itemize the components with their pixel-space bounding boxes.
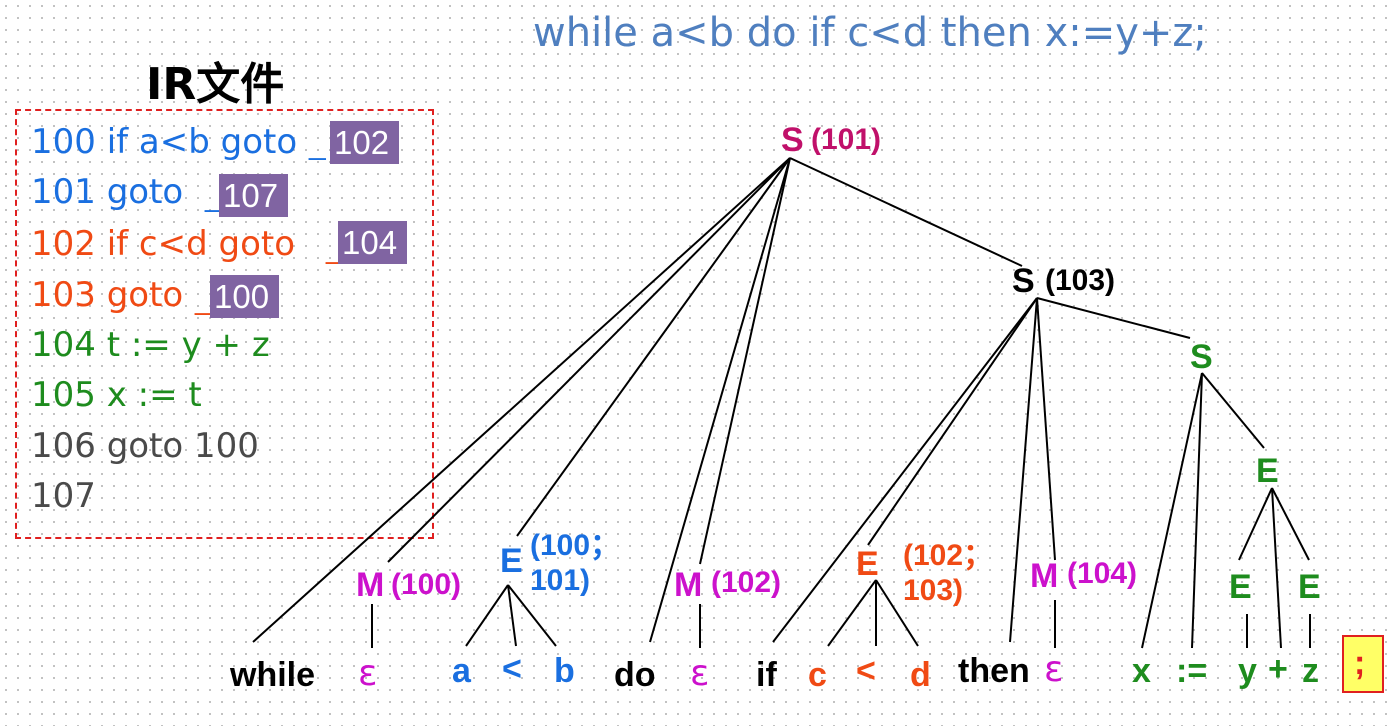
m-node-3: M — [1030, 557, 1059, 595]
ir-target-100: 102 — [330, 121, 400, 164]
ir-line-101: 101 goto — [31, 172, 184, 212]
leaf-epsilon-3: ε — [1044, 649, 1064, 690]
ir-line-100: 100 if a<b goto — [31, 122, 298, 162]
ir-line-102: 102 if c<d goto — [31, 224, 296, 264]
leaf-z: z — [1302, 652, 1319, 690]
e-node-2: E — [856, 545, 879, 583]
m-node-2-value: (102) — [711, 566, 782, 599]
e-node-2-value-top: (102； — [903, 539, 994, 572]
m-node-2: M — [674, 566, 703, 604]
leaf-b: b — [554, 652, 575, 690]
ir-target-101: 107 — [219, 174, 289, 217]
ir-target-103: 100 — [210, 275, 280, 318]
ir-line-106: 106 goto 100 — [31, 426, 259, 466]
leaf-epsilon-1: ε — [358, 653, 378, 694]
ir-placeholder-mark: _ — [195, 283, 212, 316]
e-y-node: E — [1229, 568, 1252, 606]
ir-placeholder-mark: _ — [309, 128, 326, 161]
leaf-d: d — [910, 656, 931, 694]
leaf-while: while — [230, 656, 316, 694]
s-if-node: S — [1012, 262, 1035, 300]
leaf-less-than-1: < — [502, 650, 522, 688]
s-if-value: (103) — [1045, 264, 1116, 297]
s-assign-node: S — [1190, 338, 1213, 376]
ir-target-102: 104 — [338, 221, 408, 264]
leaf-plus: + — [1268, 650, 1288, 688]
ir-file-box — [15, 109, 434, 539]
ir-line-107: 107 — [31, 476, 96, 516]
source-statement: while a<b do if c<d then x:=y+z; — [533, 10, 1207, 56]
leaf-then: then — [958, 652, 1030, 690]
e-z-node: E — [1298, 568, 1321, 606]
e-node-2-value-bottom: 103) — [903, 574, 964, 607]
leaf-c: c — [808, 656, 827, 694]
e-node-1-value-bottom: 101) — [530, 564, 591, 597]
leaf-y: y — [1238, 652, 1257, 690]
semicolon-highlight — [1342, 635, 1384, 693]
leaf-x: x — [1132, 652, 1151, 690]
leaf-assign-op: := — [1176, 652, 1208, 690]
ir-placeholder-mark: _ — [205, 180, 222, 213]
e-sum-node: E — [1256, 452, 1279, 490]
e-node-1: E — [500, 542, 523, 580]
s-root-value: (101) — [811, 123, 882, 156]
ir-line-105: 105 x := t — [31, 375, 202, 415]
leaf-epsilon-2: ε — [690, 653, 710, 694]
m-node-1: M — [356, 566, 385, 604]
m-node-1-value: (100) — [391, 568, 462, 601]
m-node-3-value: (104) — [1067, 557, 1138, 590]
leaf-semicolon: ; — [1354, 644, 1366, 682]
e-node-1-value-top: (100； — [530, 529, 621, 562]
leaf-do: do — [614, 656, 656, 694]
leaf-a: a — [452, 652, 471, 690]
ir-line-103: 103 goto — [31, 275, 184, 315]
ir-line-104: 104 t := y + z — [31, 325, 270, 365]
s-root-node: S — [781, 121, 804, 159]
leaf-less-than-2: < — [856, 652, 876, 690]
ir-file-title: IR文件 — [146, 59, 285, 110]
leaf-if: if — [756, 656, 777, 694]
